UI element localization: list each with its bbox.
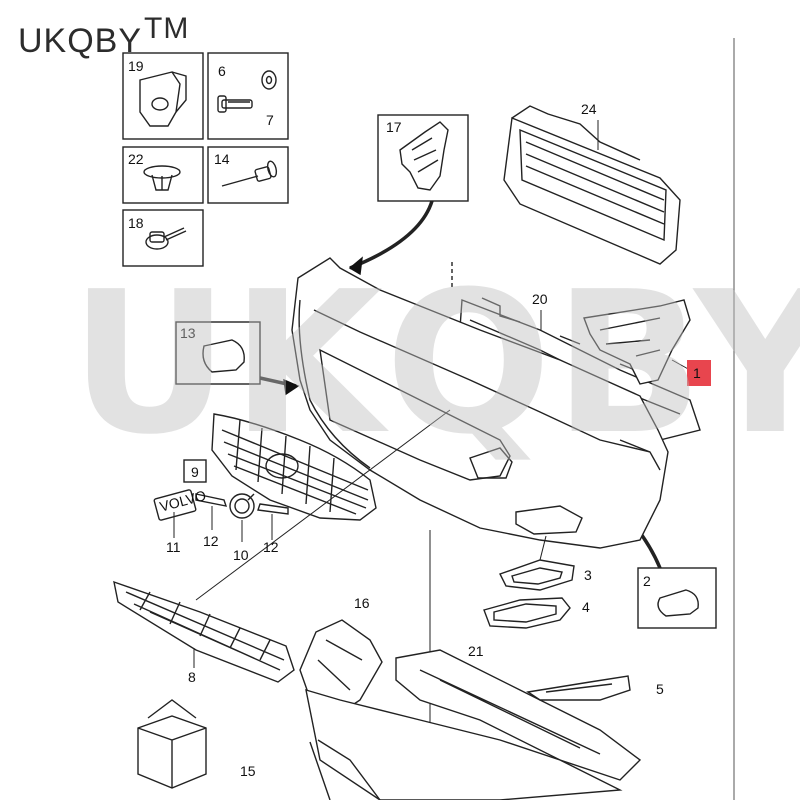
bolt-6-icon [217, 95, 253, 113]
brand-name: UKQBY [18, 22, 143, 60]
label-3: 3 [584, 567, 592, 583]
washer-7-icon [261, 70, 277, 90]
bracket-17-icon [399, 121, 449, 191]
watermark: UKQBYTM [70, 250, 800, 478]
brand-logo: UKQBYTM [18, 12, 189, 61]
lower-mesh-grille-8 [113, 580, 295, 683]
label-5: 5 [656, 681, 664, 697]
lower-grille-9 [211, 413, 377, 521]
label-2: 2 [643, 573, 651, 589]
rivet-14-icon [221, 160, 278, 187]
lower-shield-15 [305, 689, 623, 800]
label-7: 7 [266, 112, 274, 128]
upper-grille-24 [503, 105, 681, 265]
label-19: 19 [128, 58, 144, 74]
highlight-marker-1 [687, 360, 711, 386]
label-17: 17 [386, 119, 402, 135]
push-clip-22-icon [143, 165, 181, 191]
inset-box-9 [183, 459, 207, 483]
inset-box-17 [377, 114, 469, 202]
fog-lamp-trim-4 [483, 597, 571, 629]
kit-box-15-icon [137, 699, 207, 789]
fog-lamp-bezel-3 [499, 559, 575, 591]
label-1: 1 [693, 365, 701, 381]
label-9: 9 [191, 464, 199, 480]
label-4: 4 [582, 599, 590, 615]
label-11: 11 [166, 539, 181, 555]
label-15: 15 [240, 763, 256, 779]
label-20: 20 [532, 291, 548, 307]
emblem-11-icon [153, 489, 197, 521]
inset-box-14 [207, 146, 289, 204]
clip-19-icon [139, 71, 187, 127]
label-24: 24 [581, 101, 597, 117]
front-bumper-cover [291, 257, 669, 549]
arrow-17 [349, 200, 434, 270]
volvo-badge-10-icon [229, 493, 255, 519]
label-12-right: 12 [263, 539, 279, 555]
undershield-21 [395, 649, 642, 781]
cover-13-icon [202, 339, 245, 373]
inset-box-13 [175, 321, 261, 385]
trim-strip-12-right-icon [257, 503, 289, 515]
trim-strip-12-left-icon [195, 493, 228, 507]
label-21: 21 [468, 643, 484, 659]
cover-2-icon [657, 589, 699, 617]
label-12-left: 12 [203, 533, 219, 549]
label-14: 14 [214, 151, 230, 167]
inset-box-6-7 [207, 52, 289, 140]
label-10: 10 [233, 547, 249, 563]
deflector-5 [526, 675, 631, 701]
label-6: 6 [218, 63, 226, 79]
inset-box-19 [122, 52, 204, 140]
inset-box-22 [122, 146, 204, 204]
brand-tm: TM [144, 12, 190, 45]
label-8: 8 [188, 669, 196, 685]
side-bracket-1 [583, 299, 691, 385]
inset-box-18 [122, 209, 204, 267]
screw-18-icon [145, 227, 187, 250]
label-22: 22 [128, 151, 144, 167]
label-13: 13 [180, 325, 196, 341]
inset-box-2 [637, 567, 717, 629]
label-16: 16 [354, 595, 370, 611]
label-18: 18 [128, 215, 144, 231]
